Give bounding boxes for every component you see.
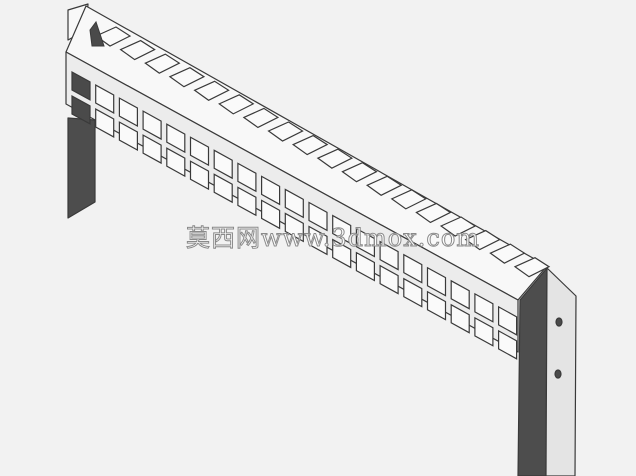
slot [332, 238, 352, 269]
slot [332, 214, 352, 245]
slot [450, 279, 470, 310]
slot [355, 227, 375, 258]
slot [379, 240, 399, 271]
slot [118, 97, 138, 128]
slot [426, 290, 447, 321]
top-slot-row [89, 20, 551, 278]
slot [284, 188, 304, 219]
top-slot [144, 53, 181, 74]
top-slot [365, 175, 403, 196]
slot [403, 277, 423, 308]
slot [474, 316, 494, 347]
slot [498, 329, 518, 360]
front-slot-row-lower [71, 94, 518, 360]
watermark-text: 莫西网www.3dmox.com [185, 224, 481, 253]
top-slot [489, 243, 526, 264]
slot [308, 225, 328, 256]
dark-slot [71, 94, 91, 125]
slot [261, 199, 281, 230]
dark-slot [71, 70, 91, 101]
left-bracket-shadow-face [67, 117, 96, 219]
slot [142, 110, 162, 141]
right-bracket-icon [517, 267, 577, 476]
top-slot [291, 134, 329, 156]
front-slot-row-upper [71, 70, 518, 336]
slot [118, 121, 138, 152]
top-slot [316, 148, 354, 169]
slot [189, 160, 210, 191]
slot [474, 292, 494, 323]
top-slot [390, 189, 427, 210]
top-slot [193, 80, 230, 101]
slot [261, 175, 281, 206]
slot [142, 134, 162, 165]
slot [95, 108, 115, 138]
top-slot [415, 202, 452, 224]
top-slot [464, 229, 501, 251]
top-slot [242, 107, 280, 129]
slot [355, 251, 375, 282]
corner-notch [89, 20, 105, 47]
slot [284, 212, 304, 243]
top-slot [119, 39, 156, 61]
slot [403, 253, 423, 284]
top-slot [341, 162, 378, 183]
right-bracket-shadow-face [517, 267, 548, 476]
top-slot [94, 26, 132, 47]
slot [213, 173, 233, 204]
slot [213, 149, 233, 180]
top-slot [168, 67, 206, 88]
slot [166, 147, 186, 178]
slot [426, 266, 447, 297]
mounting-hole-icon [554, 369, 562, 379]
slot [189, 136, 210, 167]
mounting-hole-icon [555, 317, 563, 327]
slot [166, 123, 186, 154]
top-slot [218, 94, 255, 115]
top-slot [513, 257, 551, 278]
slot [450, 303, 470, 334]
top-slot [267, 121, 304, 142]
slot [95, 84, 115, 114]
slot [237, 162, 257, 193]
slot [237, 186, 257, 217]
slot [308, 201, 328, 232]
top-slot [439, 216, 477, 237]
slot [379, 264, 399, 295]
slot [498, 305, 518, 336]
